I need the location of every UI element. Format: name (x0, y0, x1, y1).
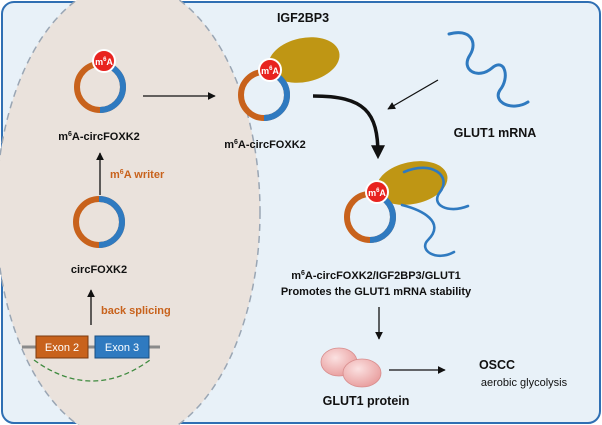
m6a-writer-label: m6A writer (110, 169, 165, 181)
exon-3-box (94, 335, 150, 359)
circ-bottom-label: circFOXK2 (71, 264, 127, 276)
mrna-arrow (387, 79, 439, 110)
m6a-circfoxk2-nucleus: m6A (74, 49, 126, 113)
m6a-badge: m6A (92, 49, 116, 73)
igf2bp3-label: IGF2BP3 (277, 11, 329, 25)
m6a-badge: m6A (365, 180, 389, 204)
svg-text:m6A: m6A (261, 66, 279, 76)
complex-label: m6A-circFOXK2/IGF2BP3/GLUT1 (291, 270, 461, 282)
circfoxk2-nucleus (73, 196, 125, 248)
aerobic-glycolysis-label: aerobic glycolysis (481, 377, 568, 389)
binding-arrow (312, 94, 385, 160)
svg-text:m6A: m6A (368, 188, 386, 198)
complex-igf2bp3 (376, 161, 448, 205)
glut1-mrna-label: GLUT1 mRNA (454, 126, 537, 140)
svg-text:m6A: m6A (95, 57, 113, 67)
exon-gene: Exon 2 Exon 3 (22, 335, 160, 382)
complex-mrna-strand (400, 166, 470, 258)
glut1-mrna-strand (447, 31, 530, 108)
back-splicing-label: back splicing (101, 305, 171, 317)
circ-top-label: m6A-circFOXK2 (58, 131, 140, 143)
nucleus (0, 0, 261, 425)
m6a-circfoxk2-cytoplasm: m6A (238, 58, 290, 121)
circ-cytoplasm-label: m6A-circFOXK2 (224, 139, 306, 151)
oscc-label: OSCC (479, 358, 515, 372)
glut1-protein-icon (320, 347, 382, 388)
exon-2-label: Exon 2 (45, 342, 79, 354)
m6a-badge: m6A (258, 58, 282, 82)
exon-2-box (35, 335, 89, 359)
exon-3-label: Exon 3 (105, 342, 139, 354)
glut1-protein-label: GLUT1 protein (323, 394, 410, 408)
complex-description: Promotes the GLUT1 mRNA stability (281, 286, 472, 298)
igf2bp3-protein (268, 37, 340, 83)
complex-circfoxk2: m6A (344, 180, 396, 243)
